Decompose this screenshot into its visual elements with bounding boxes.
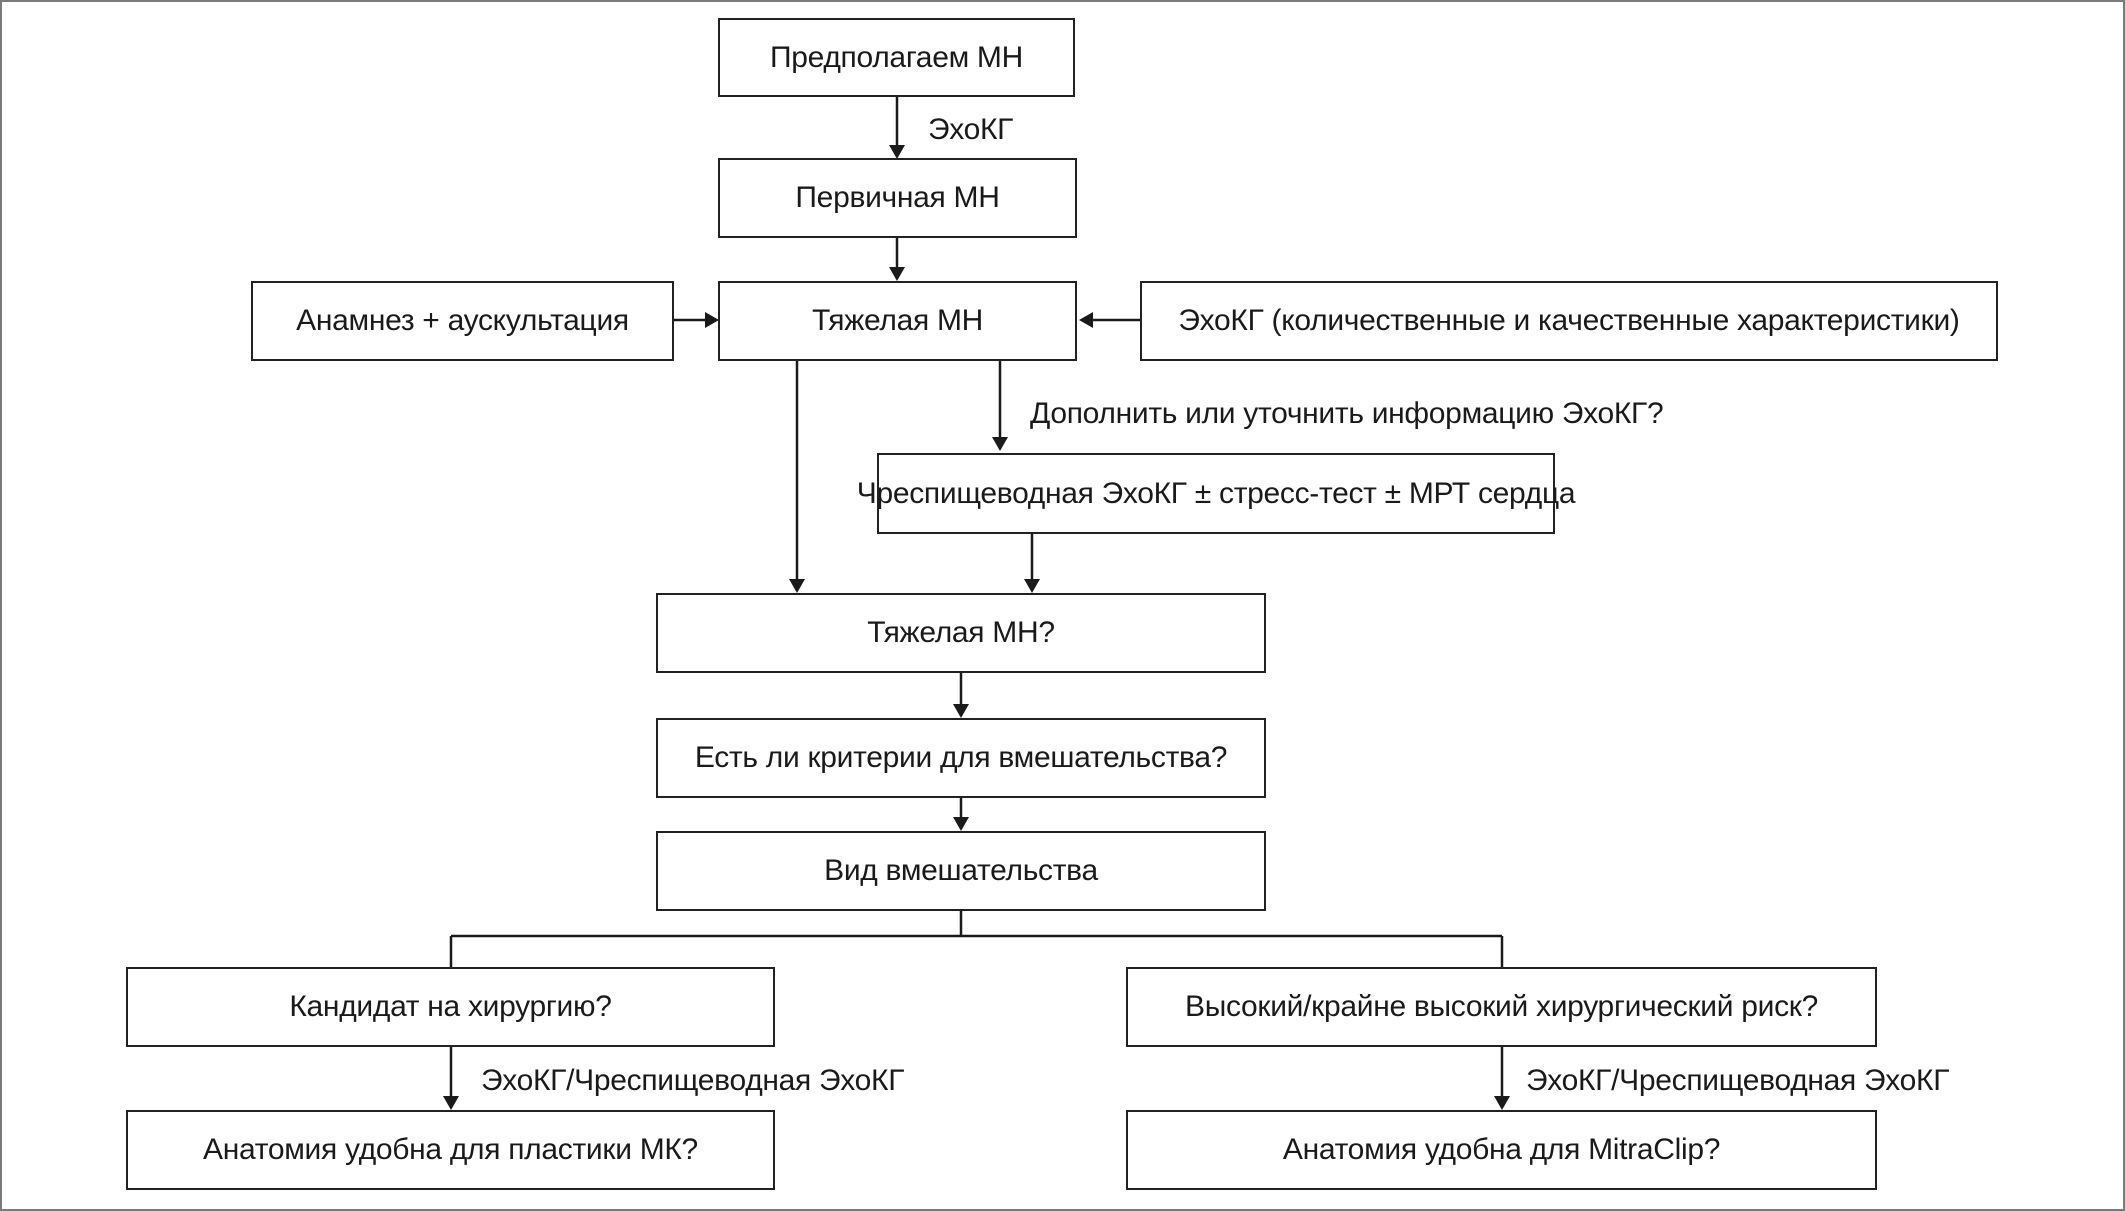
edge-label-echo-tee-right: ЭхоКГ/Чреспищеводная ЭхоКГ — [1526, 1064, 1950, 1097]
arrowhead — [705, 312, 719, 328]
node-tee-stress-mri: Чреспищеводная ЭхоКГ ± стресс-тест ± МРТ… — [857, 453, 1576, 534]
arrowhead — [889, 145, 905, 159]
arrowhead — [1024, 579, 1040, 593]
arrowhead — [443, 1096, 459, 1110]
node-severe-mr: Тяжелая МН — [718, 281, 1077, 361]
node-surgery-candidate: Кандидат на хирургию? — [126, 967, 775, 1047]
arrowhead — [953, 704, 969, 718]
node-suspected-mr: Предполагаем МН — [718, 18, 1075, 97]
arrowhead — [789, 579, 805, 593]
node-intervention-type: Вид вмешательства — [656, 831, 1266, 911]
edge-label-echo-tee-left: ЭхоКГ/Чреспищеводная ЭхоКГ — [481, 1064, 905, 1097]
edge-label-echo: ЭхоКГ — [928, 113, 1014, 146]
node-severe-mr-question: Тяжелая МН? — [656, 593, 1266, 673]
arrowhead — [1494, 1096, 1510, 1110]
node-echo-quantitative: ЭхоКГ (количественные и качественные хар… — [1140, 281, 1998, 361]
node-anatomy-mitraclip: Анатомия удобна для MitraClip? — [1126, 1110, 1877, 1190]
node-history-auscultation: Анамнез + аускультация — [251, 281, 674, 361]
arrowhead — [1079, 312, 1093, 328]
node-primary-mr: Первичная МН — [718, 158, 1077, 238]
arrowhead — [992, 437, 1008, 451]
arrowhead — [953, 817, 969, 831]
node-anatomy-repair: Анатомия удобна для пластики МК? — [126, 1110, 775, 1190]
node-high-surgical-risk: Высокий/крайне высокий хирургический рис… — [1126, 967, 1877, 1047]
edge-label-supplement-question: Дополнить или уточнить информацию ЭхоКГ? — [1030, 397, 1664, 430]
node-intervention-criteria: Есть ли критерии для вмешательства? — [656, 718, 1266, 798]
arrowhead — [889, 267, 905, 281]
